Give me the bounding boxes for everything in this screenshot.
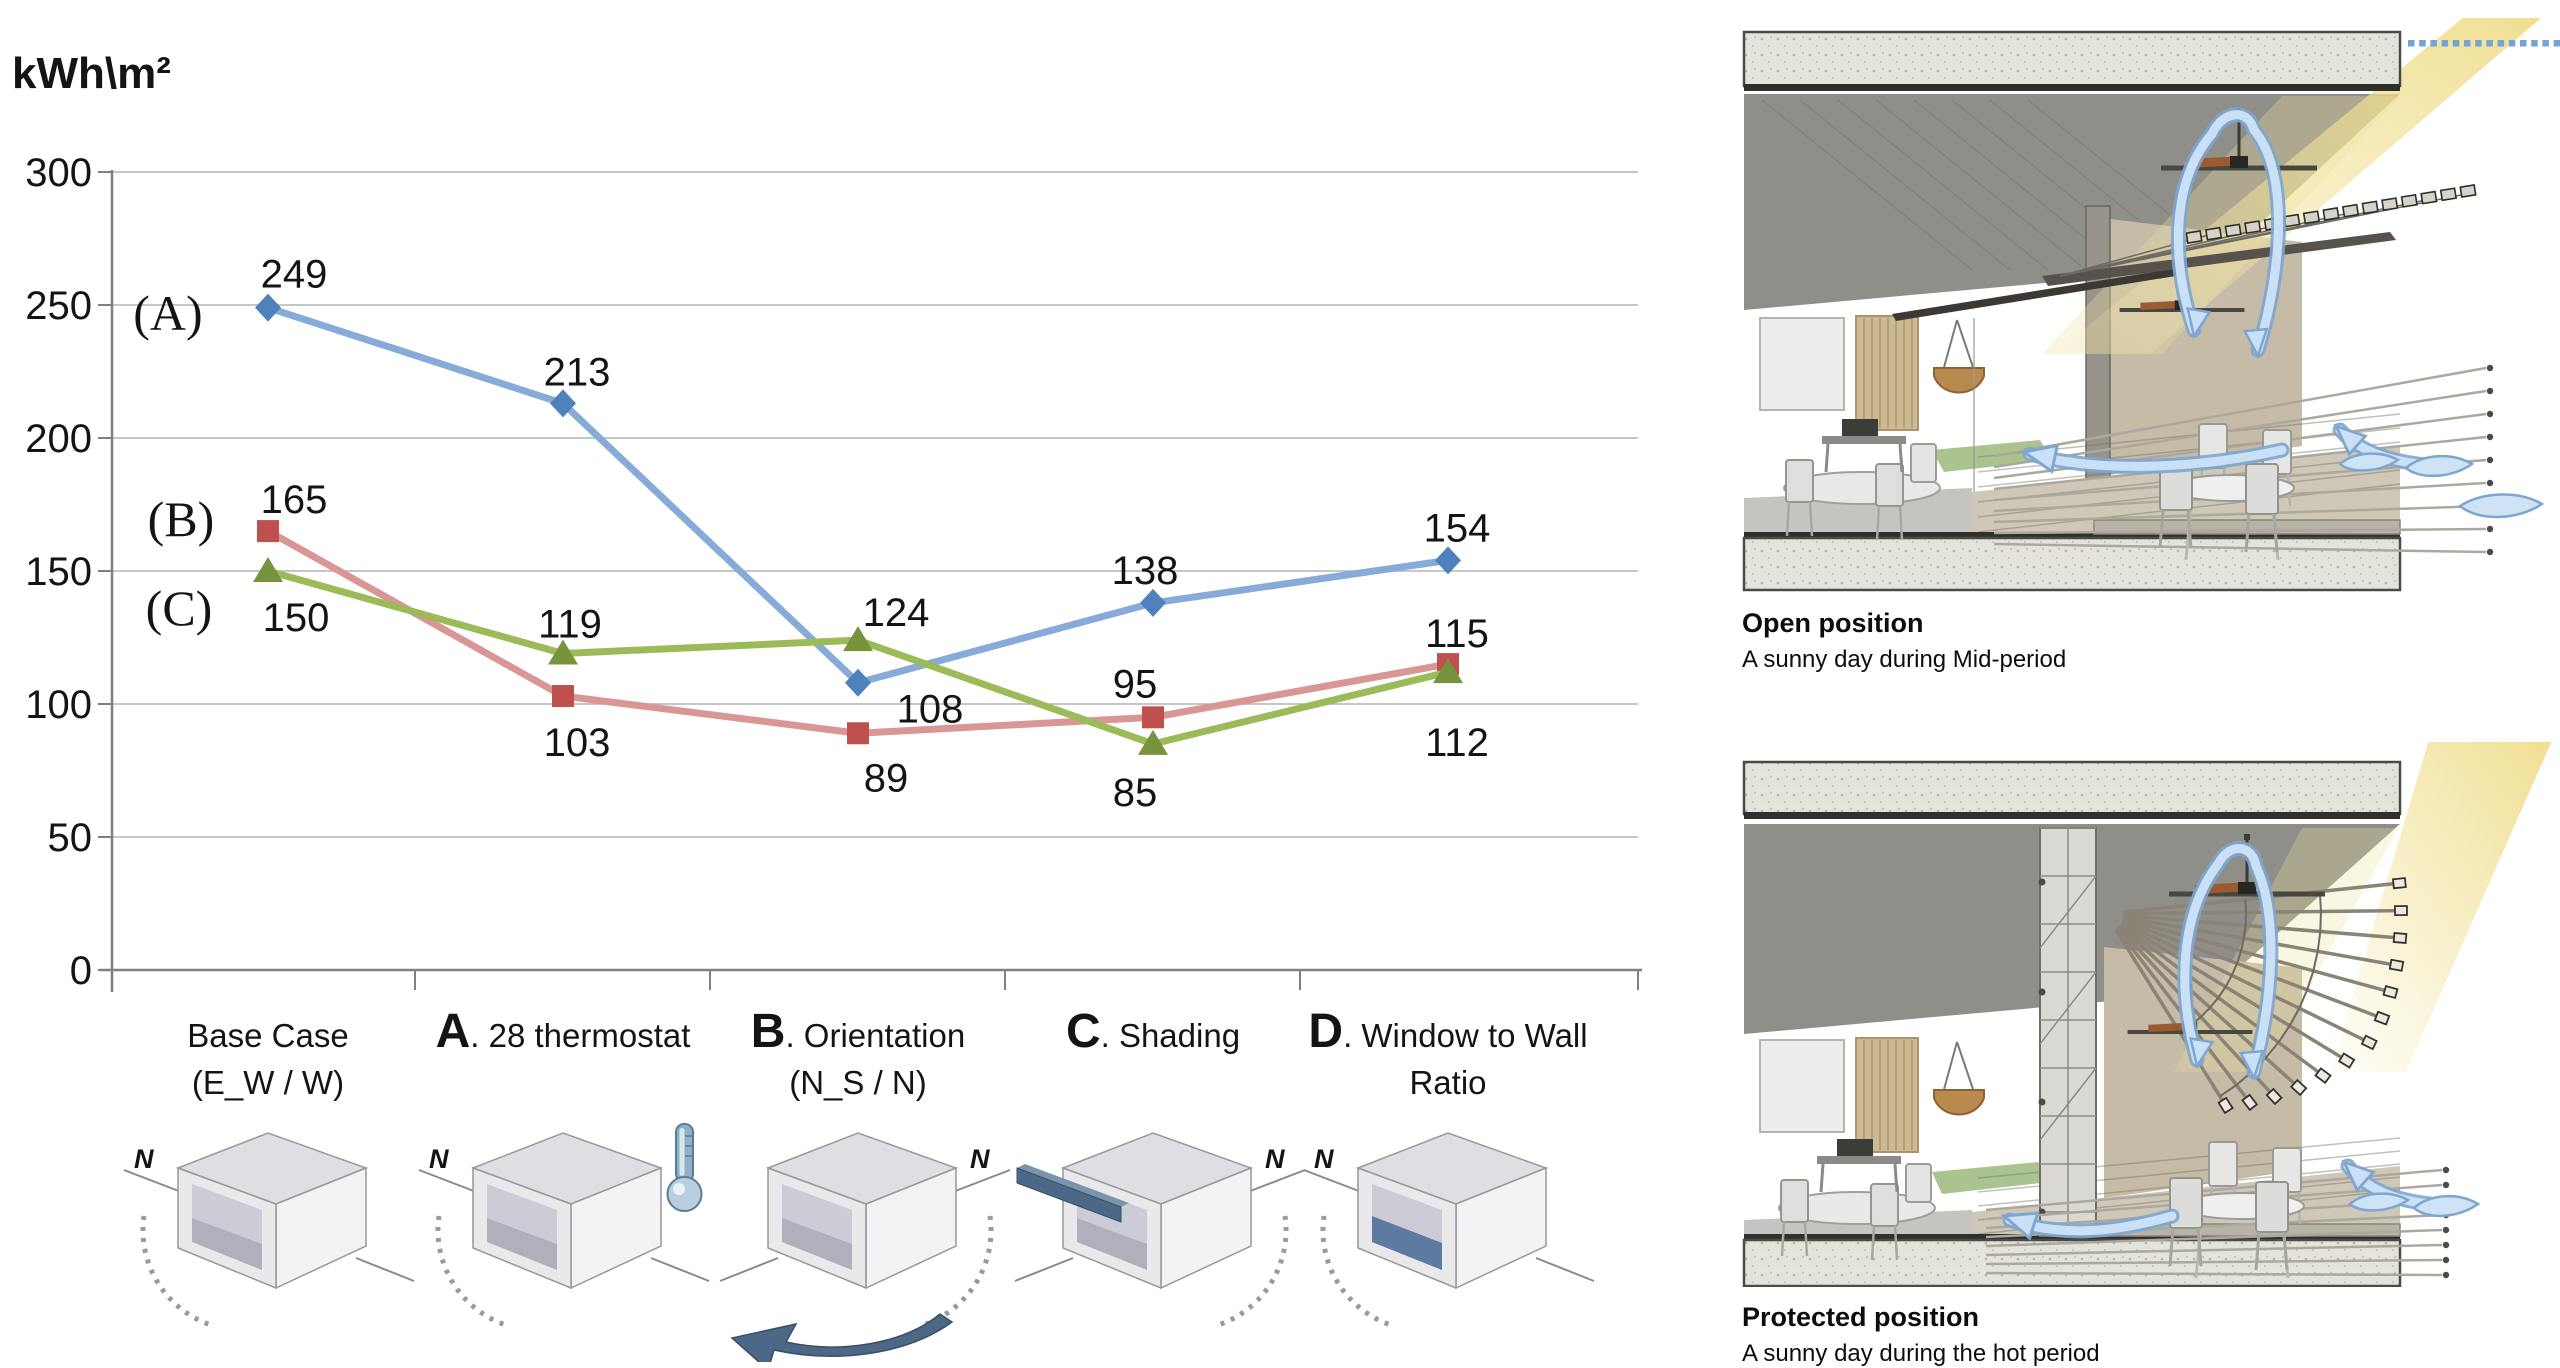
- panel-subtitle: A sunny day during Mid-period: [1742, 646, 2067, 673]
- marker-diamond: [255, 293, 281, 322]
- data-label: 115: [1425, 612, 1489, 656]
- back-room-wall: [1759, 1037, 1985, 1153]
- case-icon-window-to-wall: [1304, 1132, 1594, 1326]
- panel-subtitle: A sunny day during the hot period: [1742, 1340, 2100, 1367]
- x-category-label: A. 28 thermostat: [436, 1005, 691, 1058]
- data-label: 119: [538, 602, 602, 646]
- case-icon-orientation: [720, 1132, 1010, 1368]
- marker-square: [552, 685, 574, 708]
- concrete-slab-bottom: [1742, 536, 2402, 592]
- sun-path-dotted-line: [2408, 40, 2560, 47]
- x-category-label-line2: Ratio: [1409, 1064, 1486, 1101]
- x-category-label: B. Orientation: [751, 1005, 965, 1058]
- panel-title: Open position: [1742, 608, 1924, 638]
- window-band-icon: [1372, 1216, 1442, 1270]
- marker-diamond: [1435, 546, 1461, 575]
- chart-plot-area: 0 50 100 150 200 250 300 kWh\m² Base Case (E_W / …: [12, 49, 1642, 1101]
- protected-position-illustration: [1742, 736, 2554, 1288]
- shading-plate-icon: [1016, 1164, 1129, 1223]
- data-label: 165: [261, 478, 328, 522]
- y-tick-label: 250: [25, 284, 92, 328]
- marker-diamond: [845, 668, 871, 697]
- case-icon-shading: [1015, 1132, 1305, 1326]
- x-category-label-line2: (E_W / W): [192, 1064, 344, 1101]
- marker-square: [1142, 706, 1164, 729]
- rug: [1932, 1162, 2050, 1194]
- marker-diamond: [550, 389, 576, 418]
- marker-square: [257, 520, 279, 543]
- series-annotation: (C): [146, 580, 213, 636]
- x-category-label: D. Window to Wall: [1308, 1005, 1587, 1058]
- marker-triangle: [1138, 729, 1168, 755]
- y-tick-label: 50: [48, 816, 93, 860]
- marker-triangle: [548, 639, 578, 665]
- data-label: 85: [1113, 771, 1158, 815]
- ceiling-plane: [1744, 94, 2400, 310]
- window-wall: [2038, 827, 2097, 1237]
- data-label: 213: [544, 350, 611, 394]
- marker-triangle: [843, 626, 873, 652]
- data-label: 95: [1113, 662, 1158, 706]
- marker-square: [847, 722, 869, 745]
- louver-shade-open: [1892, 184, 2477, 321]
- data-label: 89: [864, 756, 909, 800]
- data-label: 138: [1112, 549, 1179, 593]
- data-label: 150: [263, 596, 330, 640]
- louver-shade-protected: [2114, 877, 2408, 1115]
- series-annotation: (B): [148, 491, 215, 547]
- breeze-leaf-icon: [2338, 452, 2545, 519]
- y-tick-label: 100: [25, 683, 92, 727]
- back-room-wall: [1759, 315, 1985, 431]
- panel-title: Protected position: [1742, 1302, 1980, 1332]
- breeze-leaf-icon: [2348, 1192, 2481, 1218]
- thermometer-icon: [666, 1123, 703, 1212]
- case-icon-thermostat: [419, 1123, 709, 1326]
- concrete-slab-top: [1742, 760, 2402, 816]
- y-tick-label: 0: [70, 949, 92, 993]
- panel-caption: Protected position A sunny day during th…: [1742, 1292, 2560, 1368]
- rug: [1932, 440, 2052, 472]
- data-label: 154: [1424, 506, 1491, 550]
- data-label: 249: [261, 253, 328, 297]
- panel-protected-position: Protected position A sunny day during th…: [1742, 736, 2560, 1368]
- x-category-label: C. Shading: [1066, 1005, 1240, 1058]
- marker-diamond: [1140, 588, 1166, 617]
- concrete-slab-top: [1742, 30, 2402, 88]
- panel-caption: Open position A sunny day during Mid-per…: [1742, 598, 2560, 674]
- marker-triangle: [253, 557, 283, 582]
- y-tick-label: 300: [25, 151, 92, 195]
- x-category-label-line2: (N_S / N): [789, 1064, 927, 1101]
- rotation-arrow-icon: [730, 1313, 954, 1368]
- case-icon-base-case: [124, 1132, 414, 1326]
- series-line-(C): [264, 567, 1452, 748]
- x-category-label: Base Case: [187, 1017, 348, 1054]
- y-axis-title: kWh\m²: [12, 49, 171, 98]
- series-annotation: (A): [133, 285, 202, 341]
- panel-open-position: Open position A sunny day during Mid-per…: [1742, 12, 2560, 674]
- data-label: 108: [897, 688, 964, 732]
- data-label: 103: [544, 721, 611, 765]
- data-label: 112: [1425, 721, 1489, 765]
- data-label: 124: [863, 591, 930, 635]
- marker-triangle: [1433, 658, 1463, 684]
- y-tick-label: 200: [25, 417, 92, 461]
- y-tick-label: 150: [25, 550, 92, 594]
- open-position-illustration: [1742, 12, 2560, 592]
